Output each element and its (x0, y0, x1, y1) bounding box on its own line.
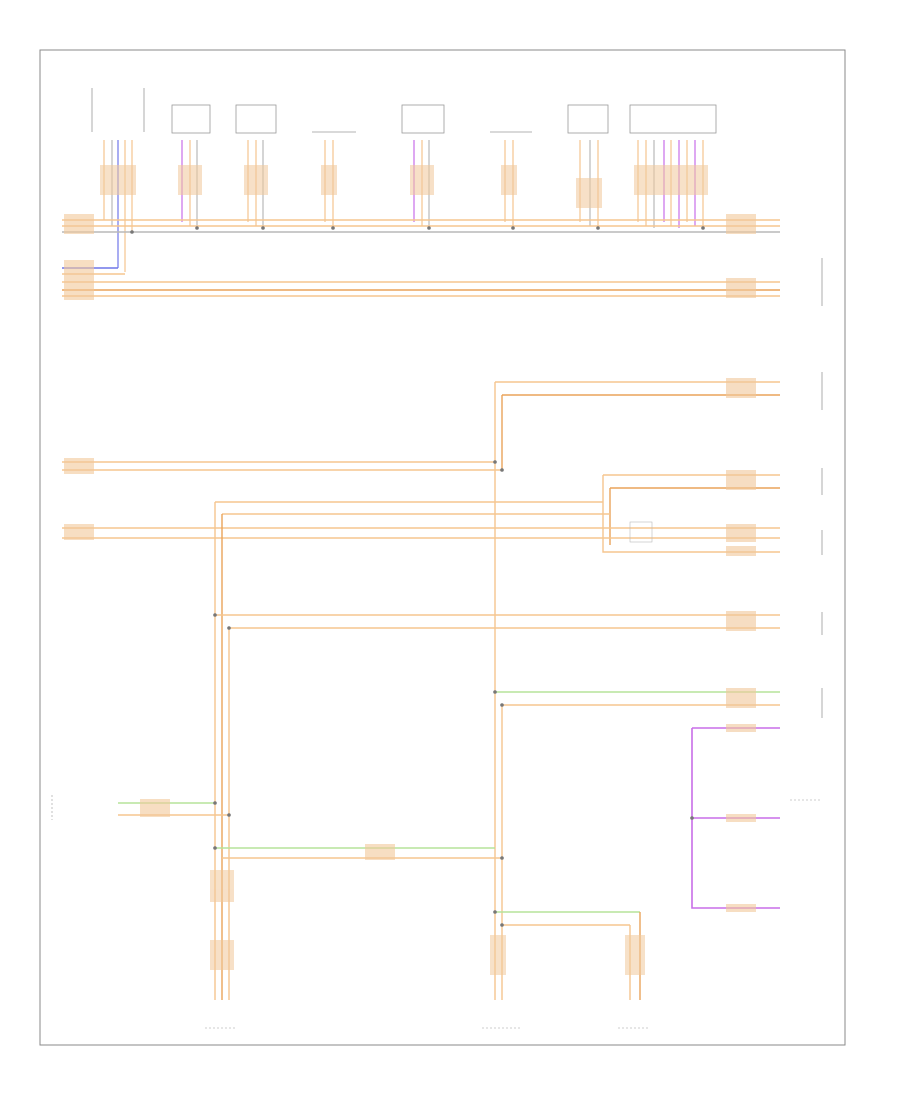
right-connector-blocks (726, 214, 756, 912)
module-right-rear-door (235, 104, 277, 134)
middle-wire-runs (62, 381, 780, 1000)
top-horizontal-bus (62, 219, 780, 297)
diagram-frame (39, 49, 846, 1046)
module-steering-column (567, 104, 609, 134)
module-left-front-door (629, 104, 717, 134)
module-instrument-cluster (91, 88, 145, 132)
top-modules (91, 88, 717, 134)
middle-splices (213, 460, 694, 927)
top-connector-blocks (100, 165, 708, 208)
module-multi-function (401, 104, 445, 134)
top-splices (130, 226, 705, 234)
left-connector-blocks (64, 214, 395, 860)
junction-marker (629, 521, 653, 543)
module-left-rear-door (171, 104, 211, 134)
bottom-connector-blocks (210, 870, 645, 975)
top-vertical-wires (103, 140, 704, 272)
right-components (790, 258, 823, 801)
